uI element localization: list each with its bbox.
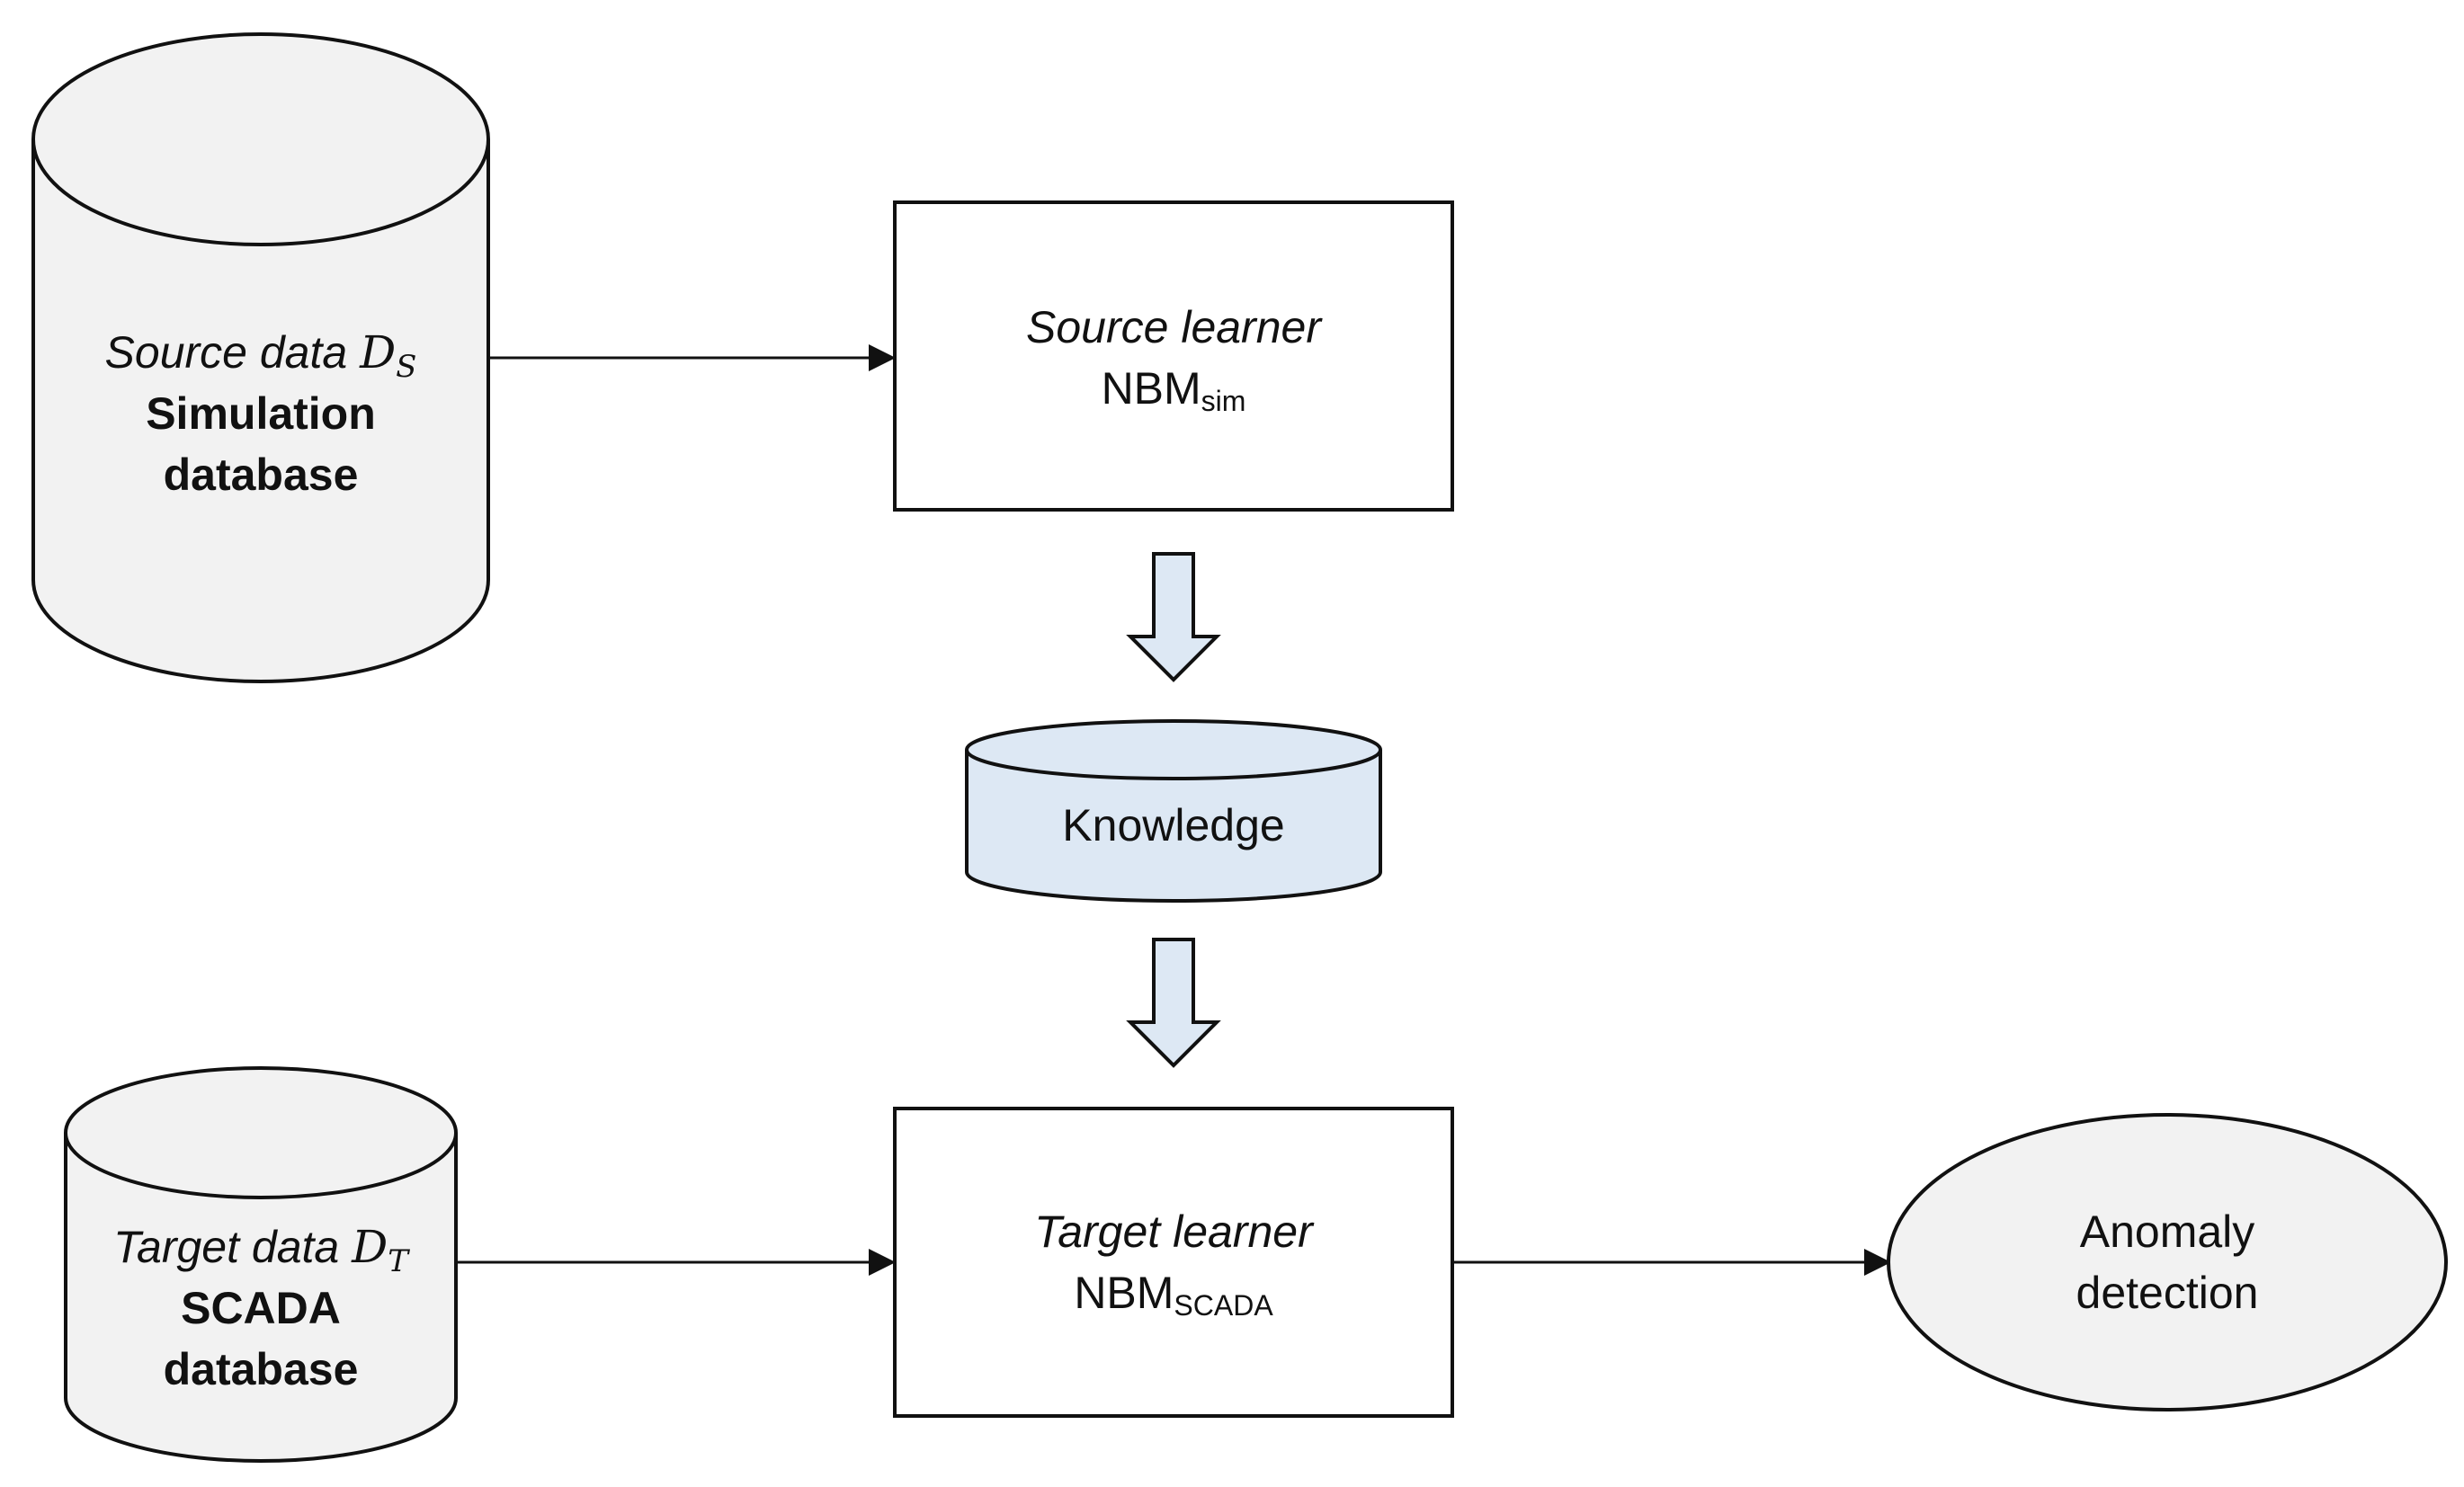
source-data-title-line2: database [163, 450, 359, 500]
target-data-caption: Target data DT [113, 1222, 408, 1277]
source-data-cylinder [31, 32, 490, 683]
target-learner-model-name: NBM [1074, 1268, 1174, 1318]
target-learner-box [893, 1107, 1454, 1418]
source-data-title-line1: Simulation [146, 388, 376, 439]
target-data-text: Target data [113, 1222, 340, 1272]
block-arrow-knowledge-to-target [1126, 938, 1221, 1068]
source-learner-label: Source learner NBMsim [1026, 289, 1321, 427]
target-data-title-line1: SCADA [181, 1283, 341, 1333]
anomaly-detection-ellipse [1887, 1113, 2448, 1411]
target-data-symbol-subscript: T [388, 1243, 408, 1279]
source-learner-model-subscript: sim [1201, 385, 1246, 417]
source-data-text: Source data [104, 327, 348, 378]
source-learner-box [893, 200, 1454, 512]
target-data-symbol-letter: D [352, 1221, 388, 1273]
source-learner-model: NBMsim [1026, 363, 1321, 415]
target-data-label: Target data DT SCADA database [113, 1208, 408, 1408]
source-data-symbol-letter: D [360, 326, 397, 378]
source-learner-model-name: NBM [1101, 363, 1201, 414]
knowledge-cylinder [965, 719, 1382, 903]
source-data-caption: Source data DS [104, 327, 417, 382]
target-data-cylinder [64, 1066, 458, 1463]
block-arrow-source-to-knowledge [1126, 552, 1221, 682]
source-learner-title: Source learner [1026, 302, 1321, 352]
source-data-symbol: DS [360, 326, 416, 382]
target-learner-model-subscript: SCADA [1174, 1289, 1273, 1322]
target-learner-title: Target learner [1034, 1207, 1313, 1257]
anomaly-detection-line1: Anomaly [2079, 1207, 2255, 1257]
source-data-label: Source data DS Simulation database [105, 314, 417, 513]
target-data-symbol: DT [352, 1221, 408, 1277]
anomaly-detection-line2: detection [2076, 1268, 2259, 1318]
target-learner-model: NBMSCADA [1034, 1268, 1312, 1320]
target-learner-label: Target learner NBMSCADA [1034, 1193, 1312, 1331]
knowledge-label: Knowledge [1062, 803, 1284, 848]
target-data-title-line2: database [163, 1344, 359, 1394]
knowledge-text: Knowledge [1062, 800, 1285, 850]
anomaly-detection-label: Anomaly detection [2076, 1193, 2259, 1331]
source-data-symbol-subscript: S [396, 349, 417, 385]
